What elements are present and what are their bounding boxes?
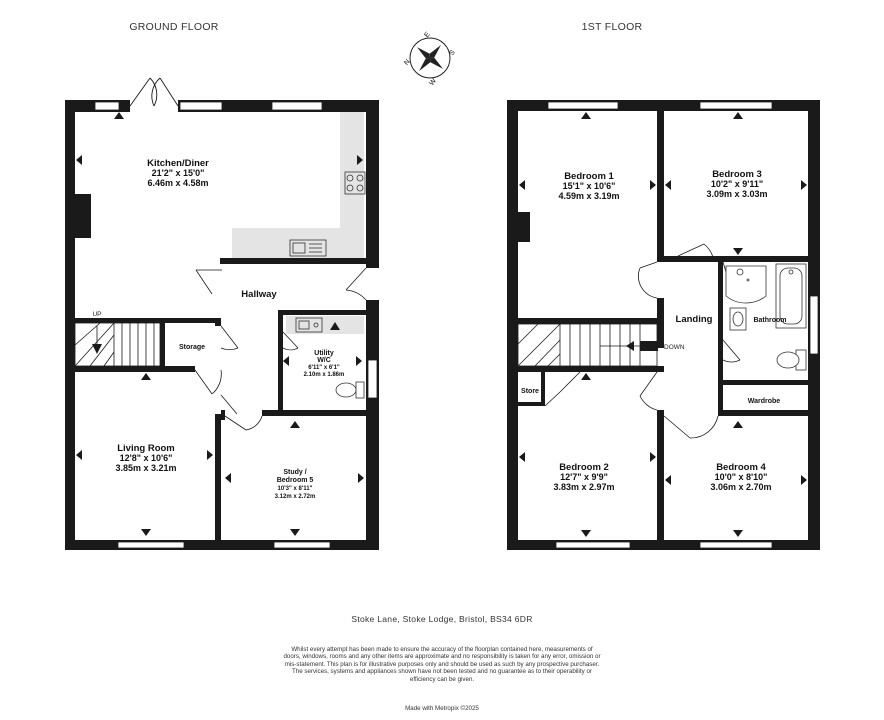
wardrobe-label: Wardrobe <box>748 398 781 405</box>
compass-n: N <box>403 58 412 66</box>
bedroom3-metric: 3.09m x 3.03m <box>706 189 767 199</box>
storage-label: Storage <box>179 344 205 351</box>
bedroom3-imperial: 10'2" x 9'11" <box>711 179 763 189</box>
chimney-breast <box>75 194 91 238</box>
hallway-label: Hallway <box>241 289 277 300</box>
bedroom1-imperial: 15'1" x 10'6" <box>563 181 616 191</box>
store-label: Store <box>521 388 539 395</box>
kitchen-diner-imperial: 21'2" x 15'0" <box>152 168 205 178</box>
bedroom4-label: Bedroom 4 <box>716 462 766 473</box>
stairs-down-label: DOWN <box>664 344 685 351</box>
compass-icon: N E S W <box>403 31 457 87</box>
compass-w: W <box>428 77 438 87</box>
utility-wc-label: W/C <box>317 357 331 364</box>
ground-floor-title: GROUND FLOOR <box>129 21 218 33</box>
first-wall-right-lower <box>808 380 820 550</box>
first-floor-plan: DOWN <box>507 100 820 550</box>
bedroom2-label: Bedroom 2 <box>559 462 609 473</box>
study-imperial: 10'3" x 8'11" <box>278 486 313 492</box>
study-bedroom5-label: Bedroom 5 <box>277 477 314 484</box>
first-wall-left <box>507 100 518 550</box>
first-wall-right-upper <box>808 100 820 262</box>
kitchen-sink-icon <box>289 239 327 257</box>
metropix-credit: Made with Metropix ©2025 <box>405 705 479 712</box>
property-address: Stoke Lane, Stoke Lodge, Bristol, BS34 6… <box>351 614 533 624</box>
ground-windows <box>94 101 378 549</box>
living-room-metric: 3.85m x 3.21m <box>115 463 176 473</box>
french-doors <box>129 77 179 107</box>
living-room-label: Living Room <box>117 443 175 454</box>
first-wall-top <box>507 100 820 111</box>
ground-dimension-arrows <box>76 112 364 536</box>
bedroom4-imperial: 10'0" x 8'10" <box>715 472 768 482</box>
ground-stairs <box>74 322 161 367</box>
living-room-imperial: 12'8" x 10'6" <box>120 453 173 463</box>
ground-wall-bottom <box>65 540 379 550</box>
bedroom4-metric: 3.06m x 2.70m <box>710 482 771 492</box>
utility-imperial: 6'11" x 6'1" <box>308 365 340 371</box>
ground-floor-plan: UP Kitchen/Diner 21'2" x 15'0" 6.46m x 4… <box>65 77 379 550</box>
utility-label: Utility <box>314 350 334 357</box>
ground-doors <box>194 267 367 431</box>
bedroom1-metric: 4.59m x 3.19m <box>558 191 619 201</box>
bedroom1-label: Bedroom 1 <box>564 171 614 182</box>
stairs-down-arrow-icon <box>626 341 634 351</box>
ground-internal-walls <box>75 258 379 550</box>
chimney-breast-upper <box>518 212 530 242</box>
disclaimer-text: Whilst every attempt has been made to en… <box>283 646 601 683</box>
basin-icon <box>729 307 747 331</box>
ground-wall-right-lower <box>366 300 379 550</box>
first-stairs <box>517 323 658 367</box>
utility-metric: 2.10m x 1.86m <box>304 372 345 378</box>
bedroom2-metric: 3.83m x 2.97m <box>553 482 614 492</box>
study-label: Study / <box>283 469 306 476</box>
hob-icon <box>344 171 366 195</box>
stairs-up-label: UP <box>92 311 101 318</box>
compass-s: S <box>448 49 457 57</box>
landing-label: Landing <box>676 314 713 325</box>
ground-wall-right-upper <box>366 100 379 268</box>
first-dimension-arrows <box>519 112 807 537</box>
stairs-up-arrow-icon <box>92 344 102 354</box>
toilet-icon <box>335 381 365 399</box>
utility-sink-icon <box>295 317 323 333</box>
bedroom3-label: Bedroom 3 <box>712 169 762 180</box>
bath-icon <box>775 263 807 329</box>
utility-worktop <box>286 316 364 334</box>
compass-e: E <box>423 31 432 39</box>
first-floor-title: 1ST FLOOR <box>582 21 643 33</box>
kitchen-diner-metric: 6.46m x 4.58m <box>147 178 208 188</box>
first-doors <box>544 243 741 439</box>
shower-icon <box>725 265 767 304</box>
bedroom2-imperial: 12'7" x 9'9" <box>560 472 608 482</box>
ground-wall-left <box>65 100 75 550</box>
first-internal-walls <box>518 111 808 550</box>
kitchen-diner-label: Kitchen/Diner <box>147 158 209 169</box>
bathroom-label: Bathroom <box>753 317 786 324</box>
study-metric: 3.12m x 2.72m <box>275 494 316 500</box>
toilet-upper-icon <box>776 349 807 371</box>
